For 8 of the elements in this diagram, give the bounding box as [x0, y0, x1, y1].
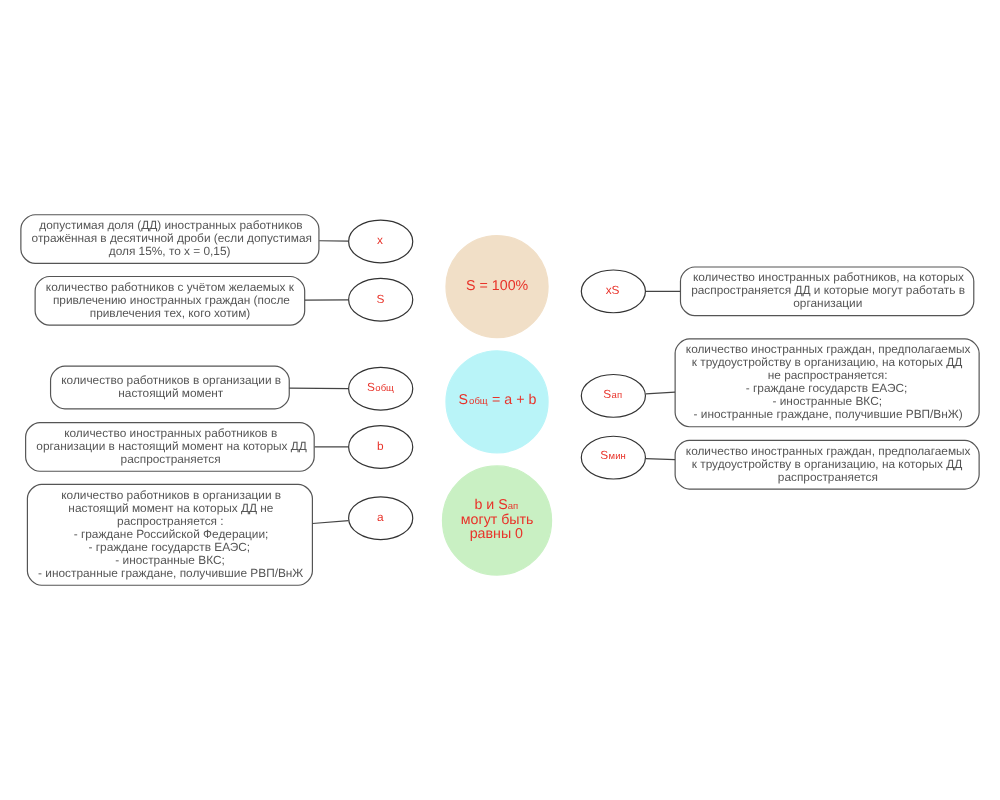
connector	[645, 458, 676, 461]
connector	[311, 520, 350, 525]
connector	[314, 446, 350, 448]
connector	[304, 299, 350, 301]
connector	[645, 391, 676, 395]
connector	[288, 387, 350, 390]
connector	[645, 290, 681, 292]
connector	[318, 240, 350, 242]
